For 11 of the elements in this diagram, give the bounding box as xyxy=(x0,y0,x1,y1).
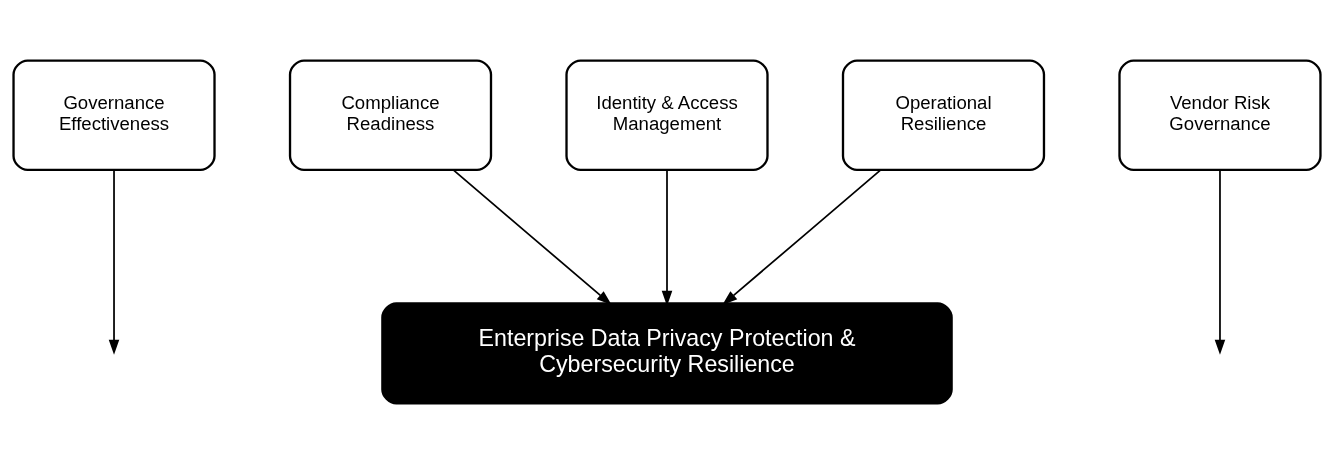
node-box: Operational Resilience xyxy=(841,59,1046,171)
node-box: Identity & Access Management xyxy=(565,59,769,171)
arrow xyxy=(722,168,882,305)
node-box: Compliance Readiness xyxy=(288,59,493,171)
arrow xyxy=(661,168,673,306)
arrow xyxy=(1214,168,1226,355)
arrow xyxy=(452,168,612,305)
node-box: Vendor Risk Governance xyxy=(1118,59,1322,171)
node-box: Enterprise Data Privacy Protection & Cybersecurity Resilience xyxy=(381,301,953,404)
arrow xyxy=(108,168,120,355)
node-box: Governance Effectiveness xyxy=(12,59,216,171)
